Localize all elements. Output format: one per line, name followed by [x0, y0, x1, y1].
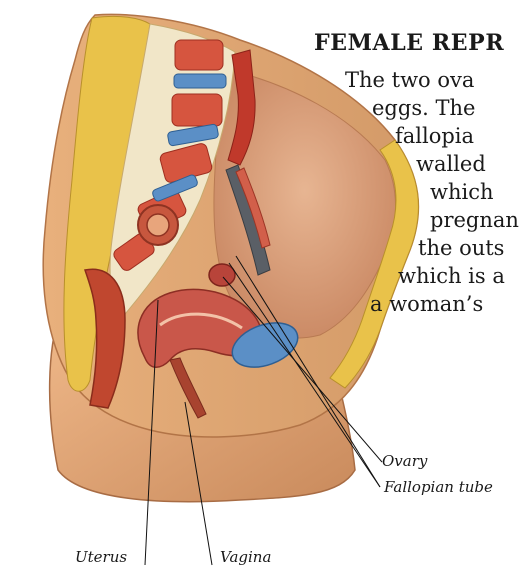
body-line-1: The two ova	[345, 66, 474, 94]
ovary	[209, 264, 235, 286]
body-line-2: eggs. The	[372, 94, 475, 122]
body-line-3: fallopia	[395, 122, 474, 150]
heading-rest: EMALE REPR	[330, 30, 504, 56]
label-uterus: Uterus	[75, 548, 127, 566]
label-ovary: Ovary	[382, 452, 427, 470]
heading-first-letter: F	[314, 30, 330, 56]
body-line-4: walled	[416, 150, 486, 178]
body-line-7: the outs	[418, 234, 504, 262]
label-fallopian-tube: Fallopian tube	[384, 478, 493, 496]
page-heading: FEMALE REPR	[314, 30, 504, 56]
body-line-8: which is a	[398, 262, 505, 290]
body-line-5: which	[430, 178, 494, 206]
body-line-9: a woman’s	[370, 290, 483, 318]
label-vagina: Vagina	[220, 548, 271, 566]
body-line-6: pregnan	[430, 206, 519, 234]
